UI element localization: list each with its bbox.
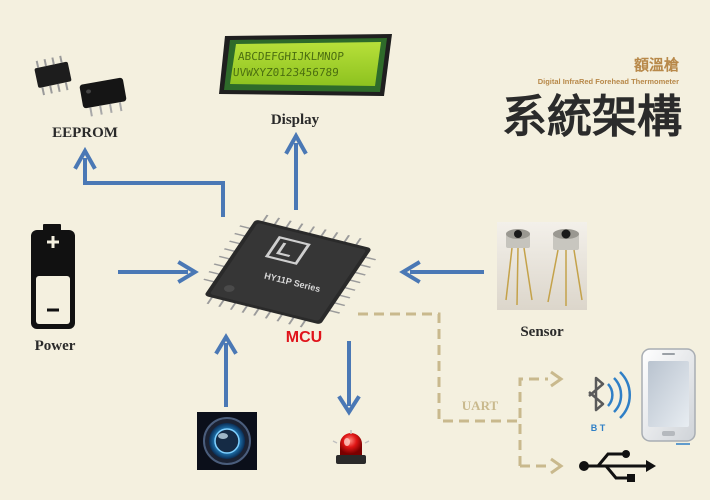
arrowhead-button xyxy=(214,333,238,355)
arrowhead-power xyxy=(177,260,199,284)
power-label: Power xyxy=(35,338,76,354)
uart-arrowheads xyxy=(550,370,564,475)
sensor-image xyxy=(497,222,587,310)
usb-icon xyxy=(579,450,656,482)
bt-label: B T xyxy=(591,423,606,433)
bluetooth-icon xyxy=(588,371,631,419)
mcu-chip-image: HY11P Series xyxy=(203,214,377,328)
arrowhead-eeprom xyxy=(73,146,97,170)
lcd-display-image: ABCDEFGHIJKLMNOP UVWXYZ0123456789 xyxy=(219,34,392,96)
uart-label: UART xyxy=(462,398,499,413)
page-title: 系統架構 xyxy=(502,90,682,143)
lcd-line-1: ABCDEFGHIJKLMNOP xyxy=(238,50,345,63)
smartphone-image xyxy=(641,348,696,445)
alarm-siren-image xyxy=(332,430,370,464)
eeprom-label: EEPROM xyxy=(52,125,118,141)
mcu-label: MCU xyxy=(286,329,322,346)
lcd-line-2: UVWXYZ0123456789 xyxy=(232,66,339,79)
arrowhead-alarm xyxy=(337,395,361,416)
arrow-mcu-to-eeprom xyxy=(83,158,225,217)
uart-dashed-lines xyxy=(358,312,548,468)
battery-icon xyxy=(31,224,75,329)
arrowhead-sensor xyxy=(399,260,421,284)
sensor-label: Sensor xyxy=(520,324,564,340)
blue-arrows xyxy=(73,131,484,416)
power-button-image xyxy=(197,412,257,470)
subtitle-en: Digital InfraRed Forehead Thermometer xyxy=(538,77,679,86)
subtitle-cn: 額溫槍 xyxy=(633,56,680,74)
arrowhead-display xyxy=(284,131,308,155)
display-label: Display xyxy=(271,112,320,128)
eeprom-chips-image xyxy=(34,55,127,117)
